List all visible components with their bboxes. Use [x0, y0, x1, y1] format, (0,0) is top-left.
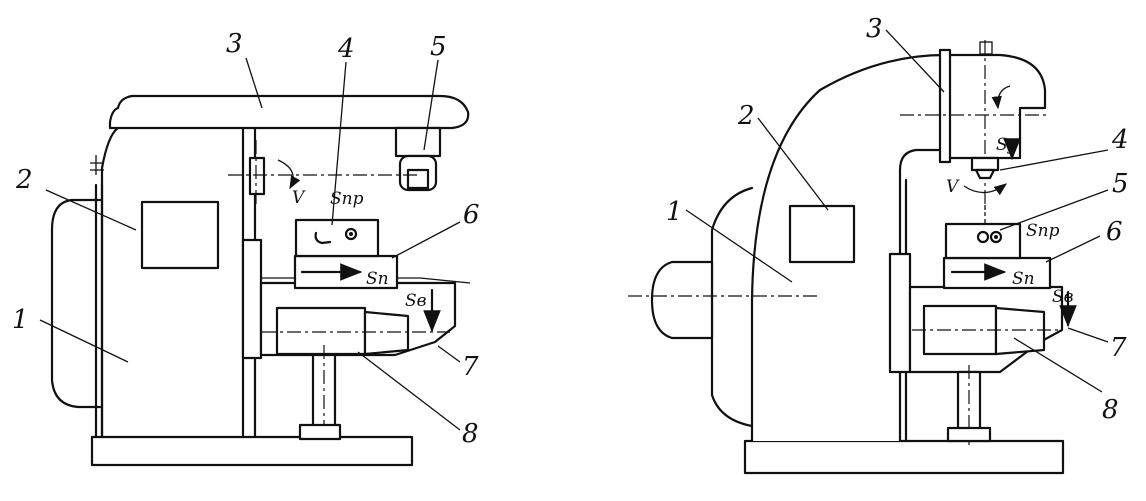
head-flange	[938, 48, 952, 164]
control-panel	[788, 204, 856, 264]
symbol-vertical-feed: Sв	[405, 291, 427, 311]
label-7-knee: 7	[1110, 333, 1127, 363]
motor	[650, 260, 714, 340]
knee-gearbox	[275, 306, 367, 356]
saddle	[294, 218, 380, 258]
workpiece-clamp	[989, 230, 1003, 244]
symbol-transverse-feed: Sпр	[330, 189, 364, 209]
vertical-milling-machine	[628, 40, 1077, 475]
symbol-longitudinal-feed: Sп	[1012, 269, 1035, 289]
base-plate	[743, 439, 1065, 475]
symbol-rotation: V	[946, 177, 960, 197]
knee-guide	[241, 238, 263, 360]
right-leaders	[685, 29, 1109, 393]
label-3-spindle-head: 3	[866, 14, 883, 44]
left-labels: 1 2 3 4 5 6 7 8 V Sпр Sп Sв	[12, 29, 480, 449]
symbol-rotation: V	[292, 188, 306, 208]
label-5-arbor-support: 5	[430, 32, 447, 62]
label-1-column: 1	[666, 197, 683, 227]
right-labels: 1 2 3 4 5 6 7 8 Sy V Sпр Sп Sв	[666, 14, 1129, 425]
base-plate	[90, 435, 414, 467]
knee-guide	[888, 252, 912, 374]
symbol-spindle-feed: Sy	[996, 135, 1018, 155]
symbol-vertical-feed: Sв	[1052, 287, 1074, 307]
left-leaders	[39, 57, 461, 431]
column	[750, 53, 947, 443]
knee-gearbox	[922, 304, 998, 356]
label-3-overarm: 3	[226, 29, 243, 59]
spindle-head	[943, 53, 1047, 160]
label-1-bed: 1	[12, 305, 29, 335]
overarm	[108, 94, 470, 130]
motor	[50, 198, 102, 409]
cutter	[248, 156, 266, 196]
label-4-cutter: 4	[1111, 125, 1129, 155]
label-6-table: 6	[1106, 217, 1123, 247]
label-4-saddle: 4	[337, 34, 355, 64]
label-2-control-panel: 2	[737, 101, 755, 131]
motor-housing	[710, 186, 754, 428]
column	[100, 126, 120, 439]
label-7-knee: 7	[462, 352, 479, 382]
label-8-gearbox: 8	[1102, 395, 1119, 425]
workpiece-clamp	[344, 227, 358, 241]
cutter	[970, 156, 1000, 172]
label-8-gearbox: 8	[462, 419, 479, 449]
arbor-support	[394, 126, 442, 158]
label-6-table: 6	[463, 200, 480, 230]
symbol-longitudinal-feed: Sп	[366, 269, 389, 289]
control-panel	[140, 200, 220, 270]
symbol-transverse-feed: Sпр	[1026, 221, 1060, 241]
label-5-saddle: 5	[1112, 169, 1129, 199]
horizontal-milling-machine	[50, 94, 471, 467]
label-2-control-panel: 2	[15, 165, 33, 195]
